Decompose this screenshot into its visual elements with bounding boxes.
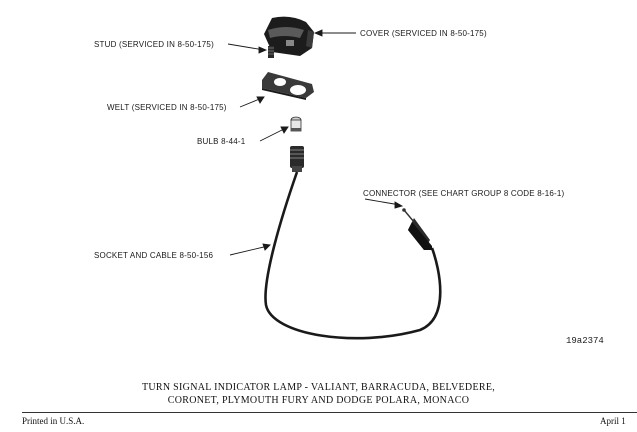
welt-label: WELT (SERVICED IN 8-50-175) [107, 103, 227, 112]
socket-part [290, 146, 304, 172]
connector-label: CONNECTOR (SEE CHART GROUP 8 CODE 8-16-1… [363, 189, 565, 198]
footer-printed-in: Printed in U.S.A. [22, 416, 85, 426]
figure-number: 19a2374 [566, 336, 604, 346]
cover-label: COVER (SERVICED IN 8-50-175) [360, 29, 487, 38]
footer-date: April 1 [600, 416, 626, 426]
welt-part [262, 72, 314, 100]
caption-line-1: TURN SIGNAL INDICATOR LAMP - VALIANT, BA… [141, 382, 496, 393]
cover-part [264, 16, 314, 57]
exploded-lamp-diagram: STUD (SERVICED IN 8-50-175) COVER (SERVI… [94, 16, 604, 346]
bulb-part [290, 116, 302, 132]
cable [264, 171, 442, 340]
caption-line-2: CORONET, PLYMOUTH FURY AND DODGE POLARA,… [167, 395, 470, 406]
stud-part [268, 46, 274, 58]
stud-label: STUD (SERVICED IN 8-50-175) [94, 40, 214, 49]
socket-cable-label: SOCKET AND CABLE 8-50-156 [94, 251, 213, 260]
bulb-label: BULB 8-44-1 [197, 137, 246, 146]
connector-part [402, 208, 432, 250]
footer-rule [22, 412, 637, 413]
leader-lines [227, 29, 404, 256]
